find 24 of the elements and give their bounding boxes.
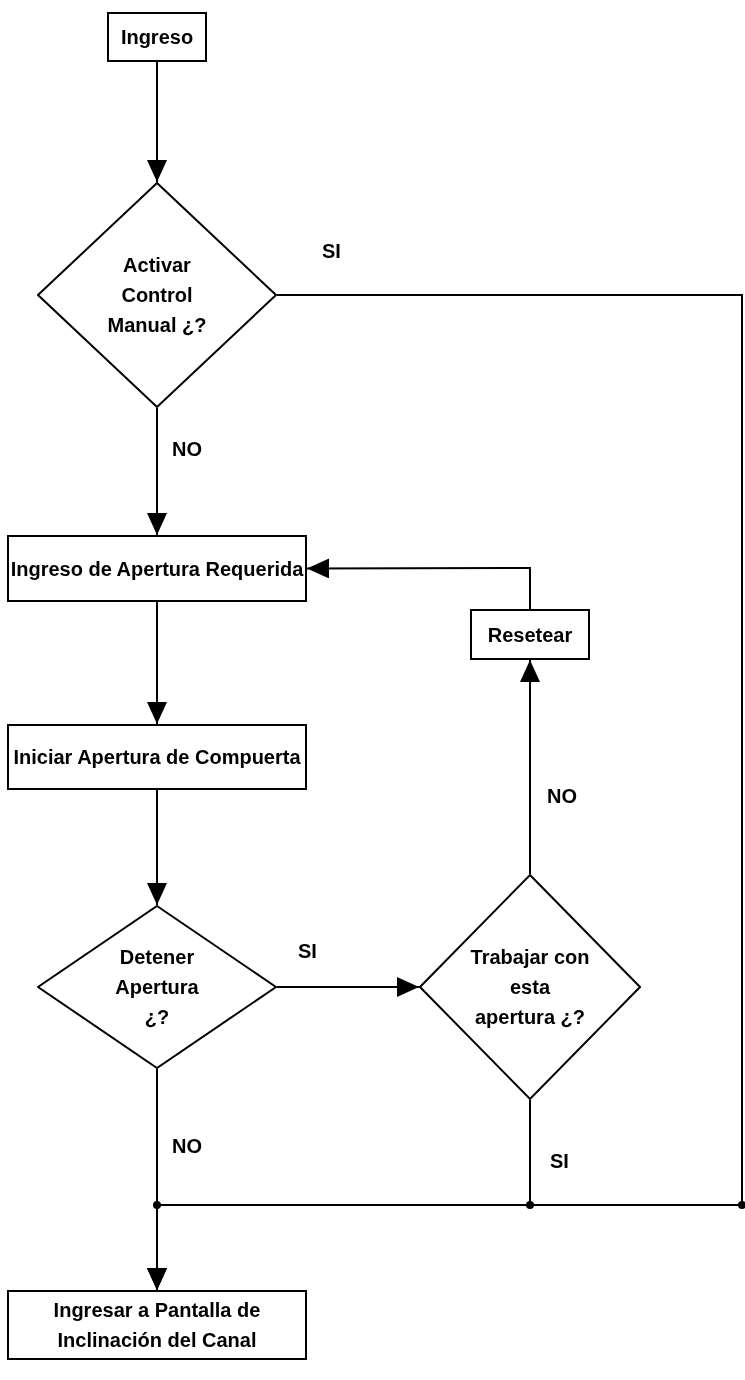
decision-diamond — [37, 182, 277, 408]
arrow — [147, 61, 167, 183]
node-text: Ingreso de Apertura Requerida — [10, 556, 304, 582]
node-text: Ingreso — [120, 25, 194, 50]
process-box — [7, 724, 307, 790]
node-text: Trabajar con esta apertura ¿? — [470, 945, 590, 1030]
node-text: Ingresar a Pantalla de Inclinación del Canal — [52, 1298, 262, 1353]
process-box — [107, 12, 207, 62]
node-text: Detener Apertura ¿? — [114, 945, 200, 1030]
arrow — [520, 659, 540, 875]
arrow — [147, 407, 167, 536]
arrow — [276, 977, 420, 997]
process-box — [470, 609, 590, 660]
process-box — [7, 535, 307, 602]
arrow — [147, 1099, 531, 1291]
decision-diamond — [419, 874, 641, 1100]
node-text: Activar Control Manual ¿? — [106, 253, 208, 338]
decision-diamond — [37, 905, 277, 1069]
arrow — [147, 789, 167, 906]
node-text: Resetear — [487, 622, 573, 648]
process-box — [7, 1290, 307, 1360]
arrow — [306, 558, 531, 610]
arrow — [147, 601, 167, 725]
node-text: Iniciar Apertura de Compuerta — [13, 745, 301, 770]
